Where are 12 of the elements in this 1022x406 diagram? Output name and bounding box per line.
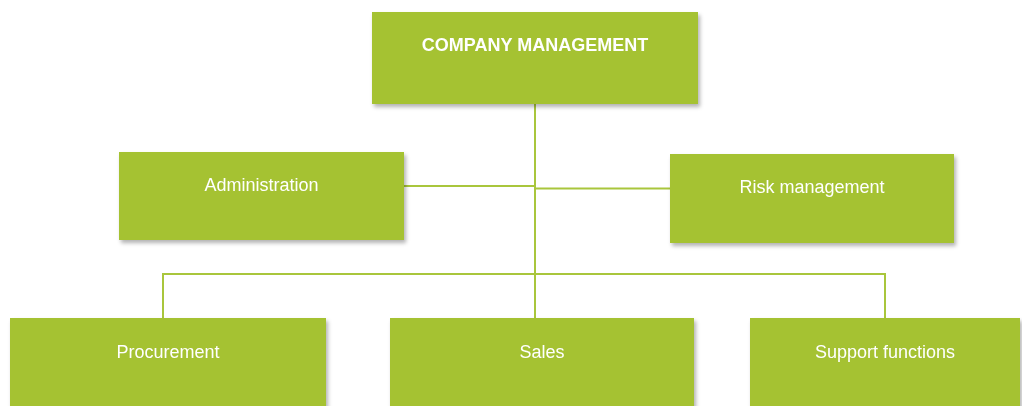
box-label: Procurement: [116, 342, 220, 364]
box-label: Administration: [204, 175, 319, 197]
box-label: Support functions: [814, 342, 956, 364]
org-box: [10, 318, 326, 406]
org-box: [390, 318, 694, 406]
org-box: [750, 318, 1020, 406]
org-box: [372, 12, 698, 104]
box-label: Sales: [519, 342, 565, 364]
org-box: [119, 152, 404, 240]
box-label: COMPANY MANAGEMENT: [421, 35, 649, 57]
org-box: [670, 154, 954, 243]
box-label: Risk management: [739, 177, 885, 199]
